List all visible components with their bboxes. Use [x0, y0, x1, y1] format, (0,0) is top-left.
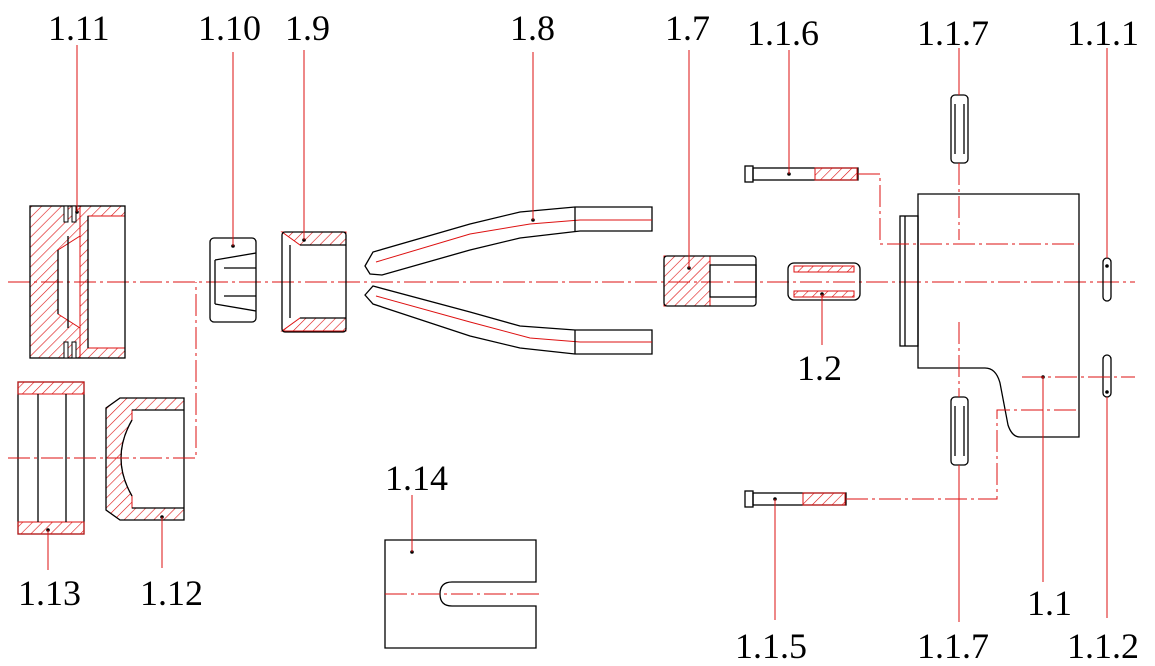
part-1-8: [364, 206, 653, 355]
label-1-14: 1.14: [385, 458, 448, 498]
label-1-1-7-bottom: 1.1.7: [917, 626, 989, 666]
part-1-1-2: [1102, 354, 1112, 398]
part-1-7: [663, 255, 757, 307]
part-1-1-5: [744, 490, 847, 508]
axis-lower-parts: [8, 282, 197, 459]
label-1-10: 1.10: [198, 8, 261, 48]
label-1-1-2: 1.1.2: [1067, 626, 1139, 666]
part-1-9: [280, 231, 347, 333]
label-1-12: 1.12: [140, 573, 203, 613]
part-1-2: [787, 262, 861, 301]
label-1-11: 1.11: [48, 8, 110, 48]
label-1-1-1: 1.1.1: [1067, 13, 1139, 53]
label-1-1-7-top: 1.1.7: [917, 13, 989, 53]
label-1-9: 1.9: [285, 8, 330, 48]
part-1-1-7-top: [950, 94, 969, 164]
part-1-1: [899, 193, 1080, 438]
axis-1-1-6: [858, 173, 1079, 245]
label-1-7: 1.7: [665, 8, 710, 48]
label-1-8: 1.8: [510, 8, 555, 48]
part-1-1-7-bottom: [950, 396, 969, 466]
part-1-1-6: [744, 165, 859, 183]
part-1-1-1: [1102, 257, 1112, 302]
axis-1-1-5: [846, 409, 1079, 500]
label-1-1-5: 1.1.5: [735, 626, 807, 666]
label-1-1: 1.1: [1027, 583, 1072, 623]
label-1-1-6: 1.1.6: [747, 13, 819, 53]
label-1-2: 1.2: [797, 348, 842, 388]
part-1-12: [105, 397, 185, 521]
part-1-10: [209, 237, 257, 323]
label-1-13: 1.13: [18, 573, 81, 613]
